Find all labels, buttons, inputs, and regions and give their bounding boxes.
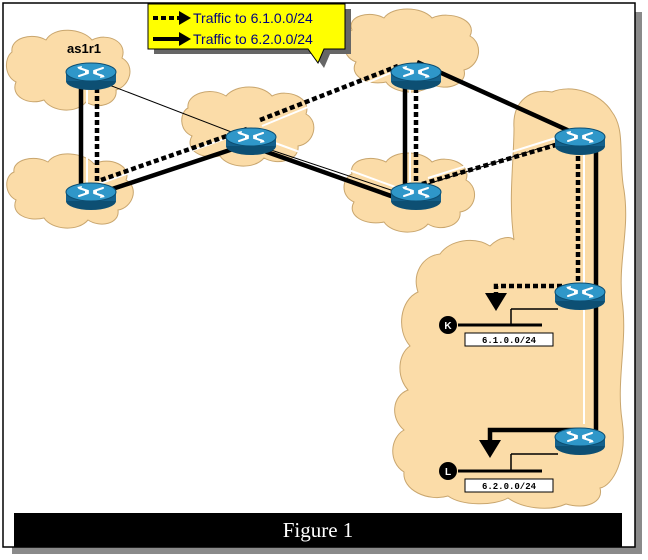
legend-solid-arrow [179,32,191,46]
router-provider-bottom-icon[interactable] [554,427,606,456]
router-top-right-icon[interactable] [390,62,442,91]
host-l-prefix: 6.2.0.0/24 [482,482,537,492]
host-l-letter: L [445,467,451,478]
legend-item-dotted-label: Traffic to 6.1.0.0/24 [193,10,313,26]
link-center-bottommid [246,141,410,197]
router-as1r1-icon[interactable] [65,62,117,91]
cloud-provider [392,88,627,509]
host-k-prefix-box [464,332,554,347]
white-stripes [86,71,585,424]
router-provider-mid-icon[interactable] [554,282,606,311]
figure-caption: Figure 1 [283,518,354,542]
cloud-top-right [343,8,479,93]
host-k: K 6.1.0.0/24 [439,308,558,347]
router-bottom-mid-icon[interactable] [390,182,442,211]
host-l-prefix-box [464,478,554,493]
host-k-badge [439,316,457,334]
legend-box [147,3,346,65]
dotted-traffic-path [94,63,581,296]
link-as1r1-center [90,77,248,139]
host-l: L 6.2.0.0/24 [439,453,558,493]
host-l-badge [439,462,457,480]
host-k-prefix: 6.1.0.0/24 [482,336,537,346]
legend-dotted-arrow [179,11,191,25]
router-as1r2-icon[interactable] [65,182,117,211]
legend: Traffic to 6.1.0.0/24 Traffic to 6.2.0.0… [147,3,351,68]
router-center-icon[interactable] [225,127,277,156]
caption-bar [14,513,622,547]
solid-traffic-path [78,59,599,458]
router-as1r1-label: as1r1 [67,41,101,56]
router-provider-top-icon[interactable] [554,127,606,156]
host-k-letter: K [444,321,452,332]
dotted-arrowhead [485,293,507,311]
legend-item-solid-label: Traffic to 6.2.0.0/24 [193,31,313,47]
